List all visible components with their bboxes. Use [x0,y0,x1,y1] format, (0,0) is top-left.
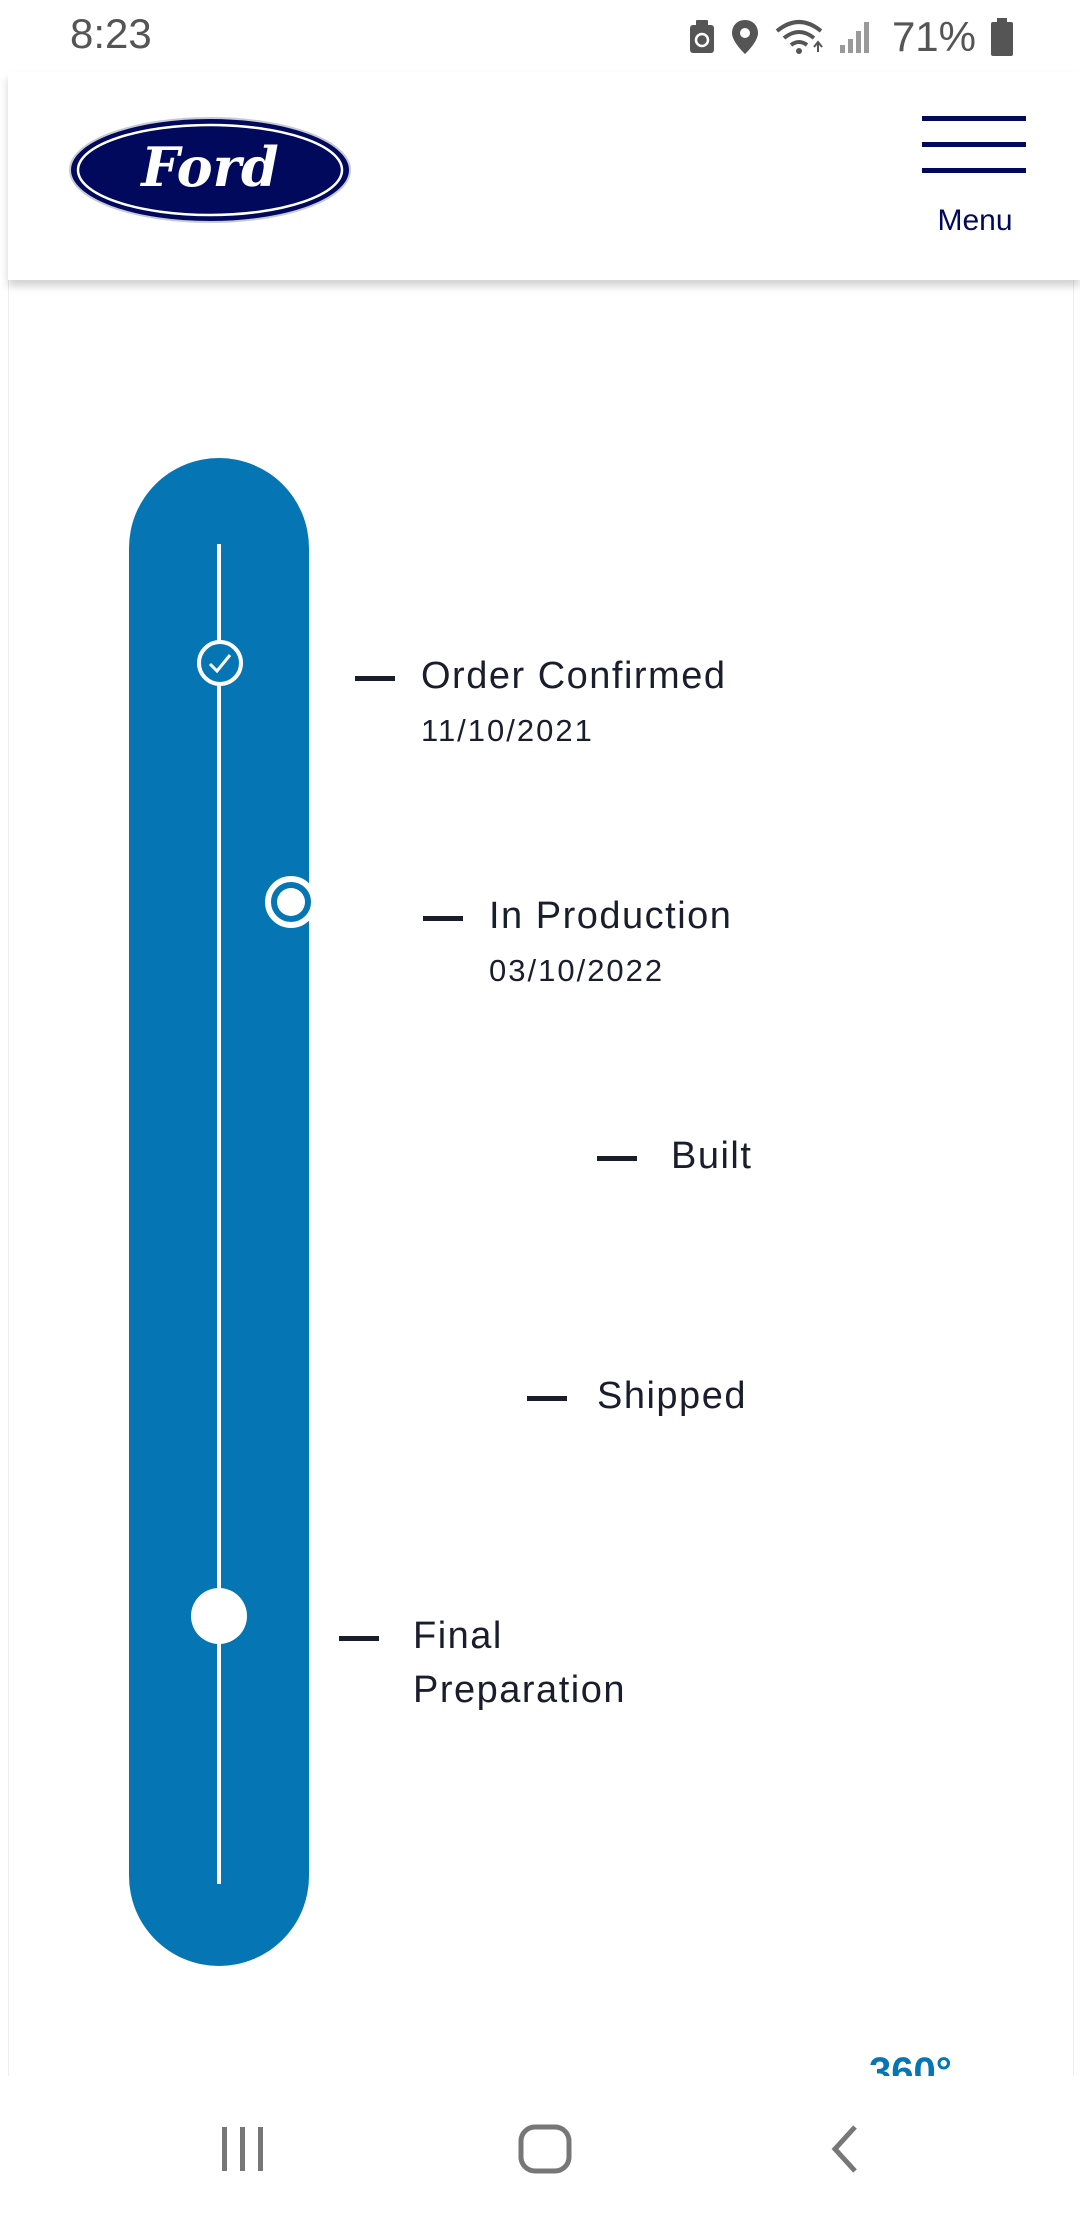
home-icon [518,2124,572,2174]
milestone-dash [355,676,395,681]
signal-icon [838,19,874,55]
milestone-dash [597,1156,637,1161]
recent-apps-button[interactable] [198,2104,288,2194]
menu-button[interactable]: Menu [920,116,1030,246]
back-button[interactable] [800,2104,890,2194]
milestone-date: 03/10/2022 [489,953,665,988]
progress-track-line [217,544,221,1884]
wifi-icon [774,17,824,57]
milestone-final-node [191,1588,247,1644]
order-tracker: Order Confirmed 11/10/2021 In Production… [8,280,1074,2094]
back-icon [831,2125,857,2173]
milestone-title-line1: Final [413,1615,503,1657]
milestone-shipped[interactable]: Shipped [527,1370,747,1422]
recycle-icon [688,19,716,55]
hamburger-line [922,116,1026,121]
status-time: 8:23 [70,10,152,57]
milestone-title: Shipped [597,1375,747,1417]
ford-logo[interactable]: Ford [68,116,352,224]
location-icon [730,18,760,56]
milestone-current-node [265,876,317,928]
milestone-title-line2: Preparation [413,1669,626,1711]
progress-track [129,458,317,1966]
milestone-complete-node [197,640,243,686]
menu-label: Menu [937,204,1013,237]
milestone-dash [527,1396,567,1401]
status-bar: 8:23 71% [0,0,1080,72]
milestone-order-confirmed[interactable]: Order Confirmed 11/10/2021 [355,650,727,752]
battery-icon [990,17,1014,57]
status-icons: 71% [688,12,1014,62]
milestone-title: In Production [489,895,733,937]
recent-apps-icon [222,2127,263,2171]
milestone-title: Built [671,1135,753,1177]
milestone-date: 11/10/2021 [421,713,594,748]
milestone-title: Order Confirmed [421,655,727,697]
hamburger-line [922,142,1026,147]
milestone-dash [339,1636,379,1641]
milestone-in-production[interactable]: In Production 03/10/2022 [423,890,733,992]
home-button[interactable] [500,2104,590,2194]
battery-percent: 71% [891,13,976,60]
site-header: Ford Menu [8,72,1080,280]
system-nav-bar [0,2076,1080,2220]
milestone-dash [423,916,463,921]
milestone-built[interactable]: Built [597,1130,753,1182]
ford-logo-text: Ford [139,135,279,199]
hamburger-line [922,168,1026,173]
checkmark-icon [208,654,232,674]
milestone-final-preparation[interactable]: Final Preparation [339,1610,626,1716]
